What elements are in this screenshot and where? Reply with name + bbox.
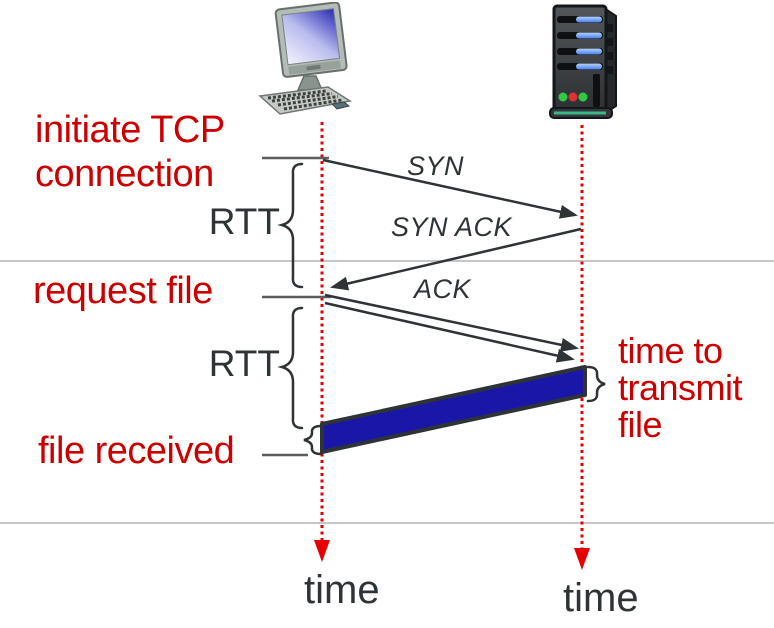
keyboard-keys [267,89,343,111]
client-computer-icon [258,2,353,115]
request-file-label: request file [33,270,213,312]
time-label-client: time [304,568,380,612]
file-transmit-bar [320,365,587,454]
initiate-tcp-connection-label: initiate TCP connection [35,108,225,196]
ack-request-arrow-upper [324,293,579,352]
server-led-red [568,92,578,102]
rtt-brace-bottom [277,306,304,430]
initiate-line2: connection [35,153,214,195]
server-time-arrowhead-icon [574,548,590,570]
client-time-arrowhead-icon [314,540,330,562]
time-label-server: time [563,576,639,620]
transmit-brace-client [303,424,323,456]
server-led-green-2 [578,92,588,102]
syn-label: SYN [407,151,465,181]
transmit-brace-server [586,365,606,403]
syn-ack-arrow [330,227,582,291]
time-to-transmit-file-label: time to transmit file [618,330,743,445]
initiate-line1: initiate TCP [35,109,225,151]
ack-label: ACK [414,274,472,304]
rtt-label-bottom: RTT [208,343,280,384]
transmit-line2: transmit [618,367,743,408]
server-icon [549,4,617,119]
syn-ack-label: SYN ACK [391,212,513,242]
ack-request-arrow-lower [324,301,575,363]
rtt-label-top: RTT [208,201,280,242]
file-received-label: file received [38,430,235,472]
transmit-line1: time to [618,330,723,371]
rtt-brace-top [277,162,304,289]
transmit-line3: file [618,404,663,445]
server-led-green-1 [558,92,568,102]
syn-arrow [322,158,578,219]
